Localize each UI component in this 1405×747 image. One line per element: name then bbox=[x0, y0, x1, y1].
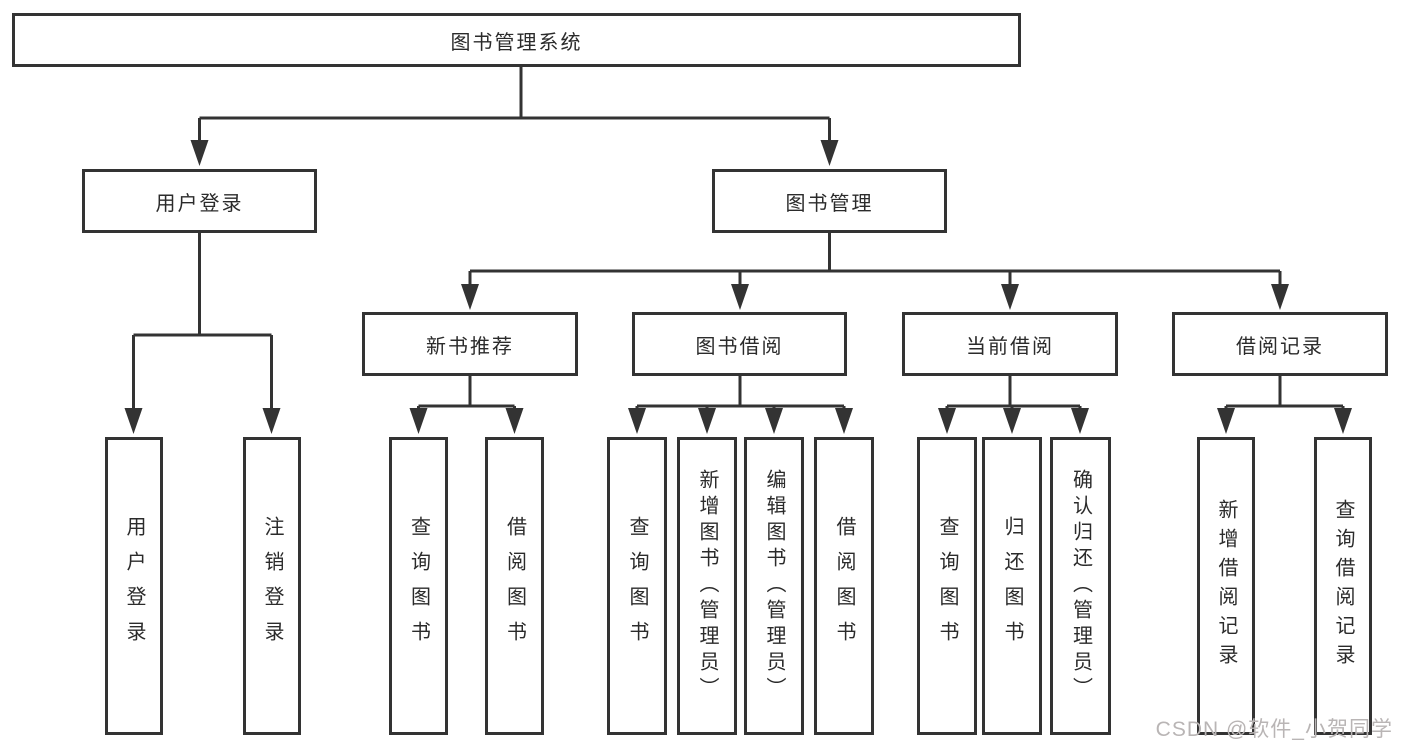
leaf-query-borrow-record-label: 查询借阅记录 bbox=[1332, 499, 1354, 673]
leaf-current-query-books-label: 查询图书 bbox=[936, 516, 958, 656]
node-borrowing-records: 借阅记录 bbox=[1172, 312, 1388, 376]
leaf-edit-book-admin: 编辑图书（管理员） bbox=[744, 437, 804, 735]
leaf-add-book-admin-label: 新增图书（管理员） bbox=[696, 469, 718, 703]
leaf-recommend-query-books: 查询图书 bbox=[389, 437, 448, 735]
node-new-book-recommend-label: 新书推荐 bbox=[426, 335, 514, 358]
node-current-borrowing-label: 当前借阅 bbox=[966, 335, 1054, 358]
node-new-book-recommend: 新书推荐 bbox=[362, 312, 578, 376]
leaf-user-login-label: 用户登录 bbox=[123, 516, 145, 656]
csdn-watermark: CSDN @软件_小贺同学 bbox=[1155, 718, 1393, 741]
leaf-query-borrow-record: 查询借阅记录 bbox=[1314, 437, 1372, 735]
leaf-logout: 注销登录 bbox=[243, 437, 301, 735]
leaf-add-borrow-record: 新增借阅记录 bbox=[1197, 437, 1255, 735]
leaf-confirm-return-admin-label: 确认归还（管理员） bbox=[1069, 469, 1092, 703]
node-borrowing-records-label: 借阅记录 bbox=[1236, 335, 1324, 358]
node-root: 图书管理系统 bbox=[12, 13, 1021, 67]
node-book-borrowing-label: 图书借阅 bbox=[695, 335, 784, 358]
leaf-user-login: 用户登录 bbox=[105, 437, 163, 735]
leaf-logout-label: 注销登录 bbox=[261, 516, 283, 656]
leaf-return-books: 归还图书 bbox=[982, 437, 1042, 735]
node-book-management: 图书管理 bbox=[712, 169, 947, 233]
node-user-login-label: 用户登录 bbox=[155, 192, 244, 215]
leaf-recommend-borrow-books-label: 借阅图书 bbox=[503, 516, 526, 656]
leaf-return-books-label: 归还图书 bbox=[1001, 516, 1023, 656]
leaf-add-borrow-record-label: 新增借阅记录 bbox=[1215, 499, 1237, 673]
leaf-add-book-admin: 新增图书（管理员） bbox=[677, 437, 737, 735]
leaf-borrowing-borrow-books-label: 借阅图书 bbox=[833, 516, 855, 656]
leaf-current-query-books: 查询图书 bbox=[917, 437, 977, 735]
node-book-management-label: 图书管理 bbox=[785, 192, 874, 215]
leaf-confirm-return-admin: 确认归还（管理员） bbox=[1050, 437, 1111, 735]
node-current-borrowing: 当前借阅 bbox=[902, 312, 1118, 376]
leaf-borrowing-query-books: 查询图书 bbox=[607, 437, 667, 735]
leaf-edit-book-admin-label: 编辑图书（管理员） bbox=[763, 469, 785, 703]
node-root-label: 图书管理系统 bbox=[450, 31, 583, 54]
leaf-recommend-query-books-label: 查询图书 bbox=[407, 516, 430, 656]
node-user-login: 用户登录 bbox=[82, 169, 317, 233]
node-book-borrowing: 图书借阅 bbox=[632, 312, 847, 376]
leaf-borrowing-borrow-books: 借阅图书 bbox=[814, 437, 874, 735]
leaf-borrowing-query-books-label: 查询图书 bbox=[626, 516, 648, 656]
leaf-recommend-borrow-books: 借阅图书 bbox=[485, 437, 544, 735]
arrowhead-icons bbox=[124, 140, 1352, 434]
